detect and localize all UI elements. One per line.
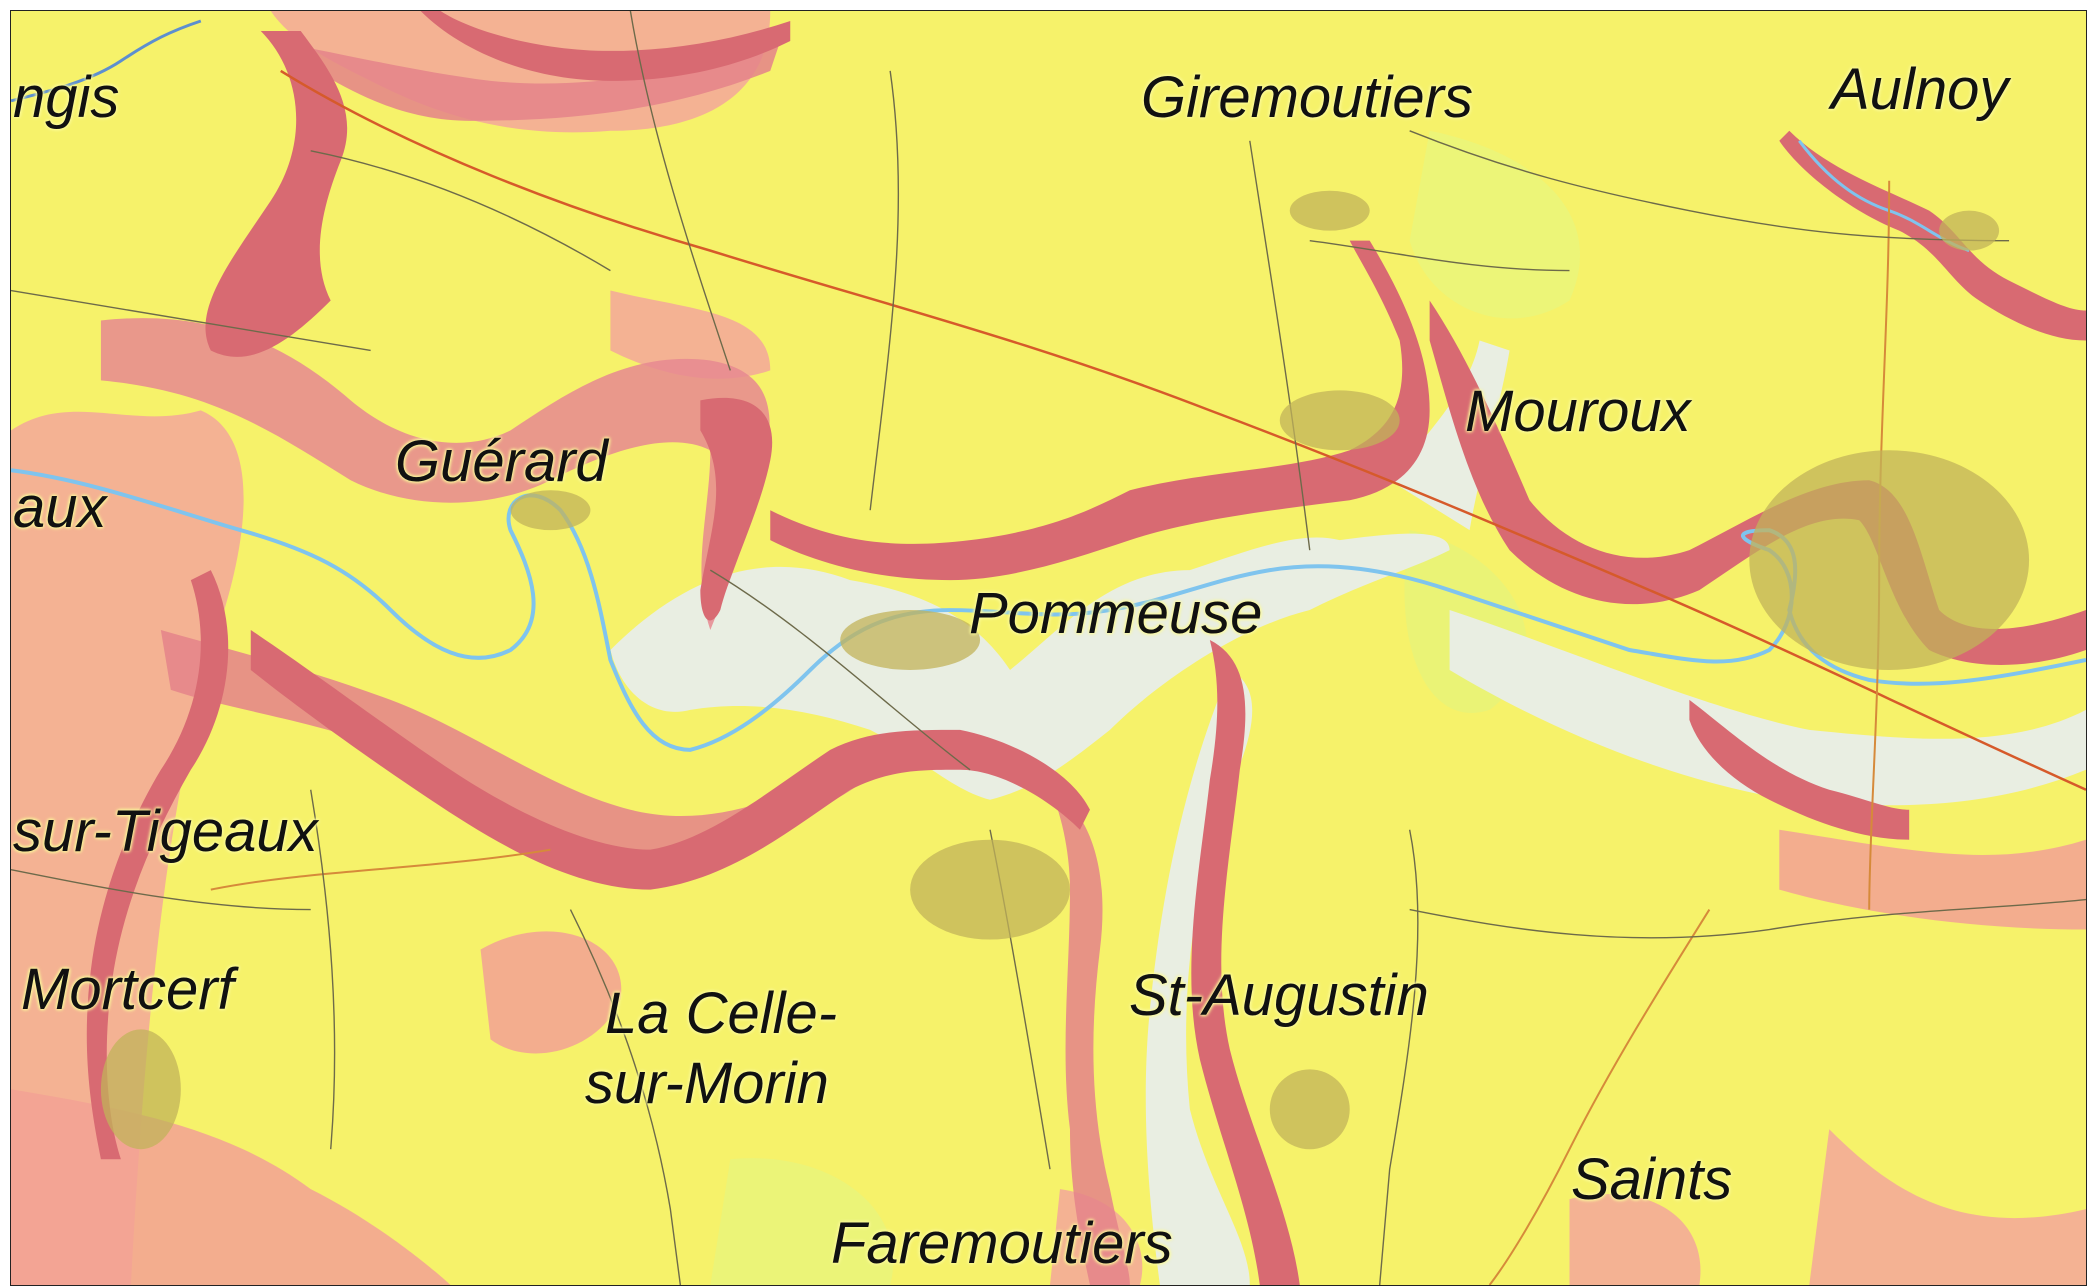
plateau-light-patch: [1409, 130, 1581, 319]
slope-zone-strong: [1779, 130, 2086, 341]
town-label-saints[interactable]: Saints: [1571, 1147, 1733, 1212]
road-minor: [709, 569, 971, 771]
road-minor: [11, 289, 371, 352]
road-minor: [310, 150, 611, 272]
valley-floor: [1389, 340, 1510, 531]
road-minor: [11, 868, 311, 911]
road-major: [1488, 909, 1711, 1285]
urban-pommeuse: [840, 610, 981, 670]
road-major: [210, 848, 551, 891]
road-minor: [1249, 140, 1311, 551]
slope-zone-strong: [700, 397, 773, 621]
road-minor: [310, 789, 336, 1150]
valley-floor: [610, 533, 1450, 800]
urban-aulnoy: [1939, 210, 2000, 251]
road-minor: [1409, 898, 2086, 939]
urban-st-augustin: [1269, 1069, 1350, 1150]
slope-zone-medium: [270, 40, 781, 121]
urban-coulommiers: [1749, 450, 2030, 670]
town-label-line: La Celle-: [605, 981, 838, 1046]
road-minor: [1409, 130, 2010, 242]
river-grand-morin: [11, 468, 2086, 752]
urban-areas: [100, 190, 2030, 1150]
road-minor: [1378, 829, 1419, 1285]
slope-zone-strong: [770, 240, 1430, 581]
river-tributary: [11, 19, 202, 103]
town-label-aulnoy[interactable]: Aulnoy: [1831, 57, 2009, 122]
town-label-la-celle-sur-morin[interactable]: La Celle- sur-Morin: [585, 979, 838, 1118]
urban-faremoutiers: [910, 839, 1070, 940]
slope-zone-strong: [1191, 640, 1300, 1285]
slope-zone-light: [1779, 829, 2086, 930]
urban-mortcerf: [100, 1029, 181, 1150]
town-label-mortcerf[interactable]: Mortcerf: [21, 957, 234, 1022]
slope-zone-light: [480, 931, 622, 1054]
road-minor: [869, 70, 900, 511]
town-label-giremoutiers[interactable]: Giremoutiers: [1141, 65, 1473, 130]
slope-zone-strong: [1689, 699, 1910, 840]
slope-zone-medium: [1049, 789, 1130, 1285]
town-label-mouroux[interactable]: Mouroux: [1465, 379, 1691, 444]
slope-zone-light: [1809, 1129, 2086, 1285]
slope-zone-light: [610, 290, 771, 379]
road-minor: [629, 11, 731, 371]
map-view[interactable]: Giremoutiers Aulnoy ngis Guérard aux Mou…: [10, 10, 2087, 1286]
road-minor: [1309, 239, 1570, 272]
road-major: [280, 69, 2086, 791]
urban-guerard: [510, 490, 591, 531]
town-label-faremoutiers[interactable]: Faremoutiers: [831, 1211, 1173, 1276]
slope-zone-strong: [420, 11, 791, 81]
town-label-line: sur-Morin: [585, 1050, 829, 1116]
town-label-pommeuse[interactable]: Pommeuse: [969, 581, 1263, 646]
urban-giremoutiers: [1289, 190, 1370, 231]
urban-mouroux: [1279, 390, 1400, 451]
valley-floor: [1145, 669, 1253, 1285]
road-minor: [569, 909, 682, 1285]
town-label-guerard[interactable]: Guérard: [395, 429, 608, 494]
plateau-light-patch: [710, 1158, 894, 1285]
town-label-aux[interactable]: aux: [13, 475, 107, 540]
slope-zone-strong: [86, 570, 229, 1160]
map-canvas: [11, 11, 2086, 1285]
slope-zone-medium: [100, 318, 770, 631]
slope-zone-light: [1569, 1193, 1701, 1285]
slope-zone-strong: [250, 630, 1090, 890]
town-label-st-augustin[interactable]: St-Augustin: [1129, 963, 1429, 1028]
slope-zone-strong: [205, 30, 348, 357]
slope-zone-medium: [160, 630, 881, 852]
town-label-sur-tigeaux[interactable]: sur-Tigeaux: [13, 799, 318, 864]
town-label-ngis[interactable]: ngis: [13, 65, 120, 130]
valley-floor: [1449, 610, 2086, 806]
